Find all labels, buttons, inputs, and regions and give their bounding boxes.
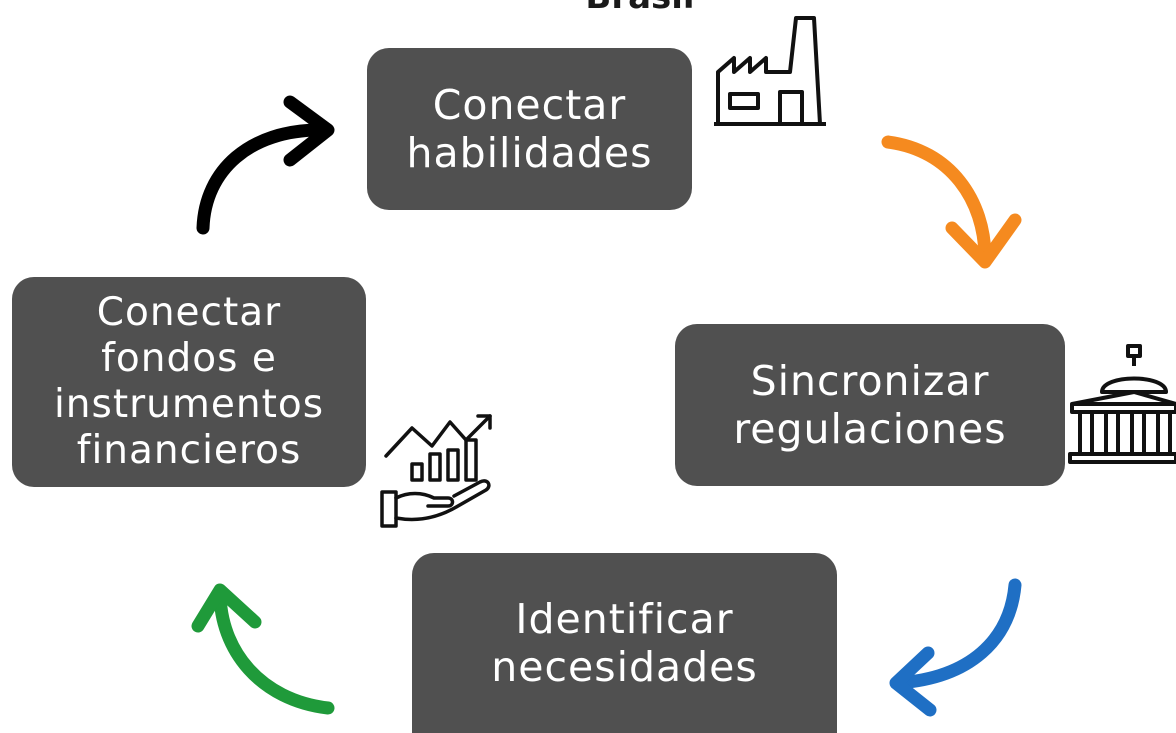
step-label-line: habilidades (406, 129, 653, 177)
step-label-line: Conectar (96, 290, 282, 335)
step-label-line: necesidades (491, 643, 758, 691)
step-label-line: Conectar (432, 81, 627, 129)
investment-growth-icon (380, 414, 492, 528)
government-building-icon (1068, 344, 1176, 464)
step-identify-needs: Identificar necesidades (412, 553, 837, 733)
step-label-line: Identificar (515, 595, 734, 643)
factory-icon (714, 16, 826, 126)
arrow-top-left (196, 95, 335, 235)
step-label-line: fondos e (101, 336, 277, 381)
arrow-top-right (881, 135, 1022, 269)
step-label-line: financieros (76, 428, 302, 473)
step-sync-regulations: Sincronizar regulaciones (675, 324, 1065, 486)
step-label-line: Sincronizar (750, 357, 990, 405)
step-label-line: instrumentos (53, 382, 325, 427)
arrow-bottom-left (191, 583, 335, 715)
page-title: Brasil (520, 0, 760, 14)
arrow-bottom-right (889, 578, 1022, 717)
step-label-line: regulaciones (733, 405, 1007, 453)
step-connect-skills: Conectar habilidades (367, 48, 692, 210)
step-connect-funds: Conectar fondos e instrumentos financier… (12, 277, 366, 487)
